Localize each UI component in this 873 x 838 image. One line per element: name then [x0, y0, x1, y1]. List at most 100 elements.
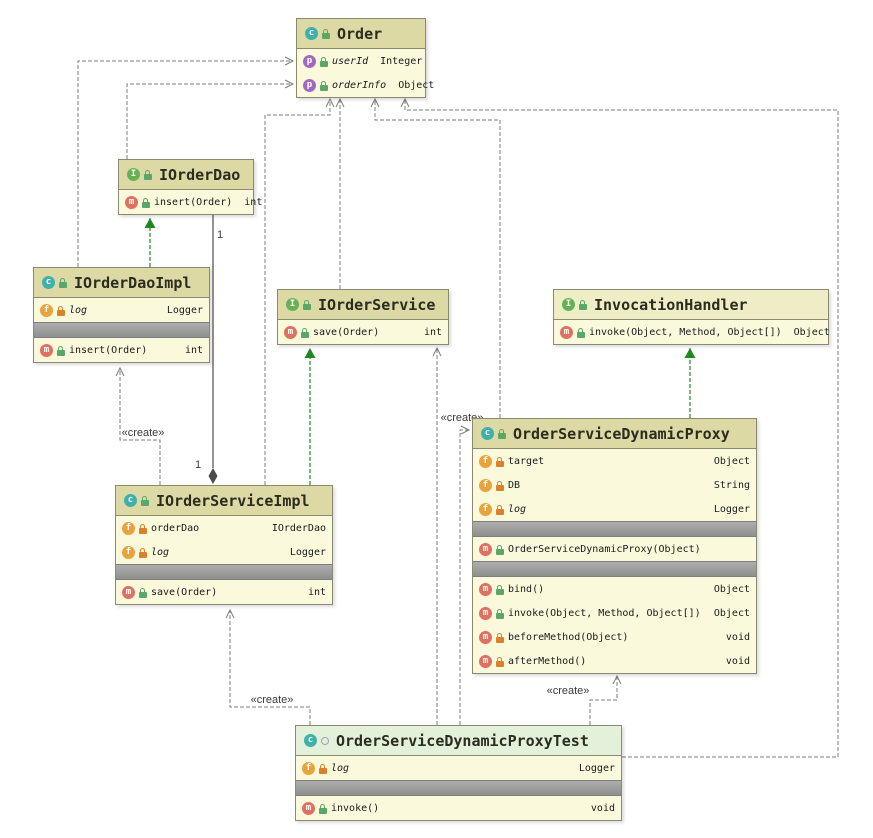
member-type: void [725, 655, 750, 667]
member-name: invoke() [331, 802, 380, 814]
method-icon: m [479, 630, 492, 644]
member-name: insert(Order) [69, 344, 148, 356]
member-name: log [331, 762, 350, 774]
method-icon: m [125, 195, 138, 209]
public-icon [496, 544, 504, 555]
member-name: beforeMethod(Object) [508, 631, 629, 643]
lock-icon [496, 504, 504, 515]
dependency-arrowhead-icon [284, 79, 295, 89]
section-separator [473, 561, 756, 577]
public-icon [496, 608, 504, 619]
dependency-arrowhead-icon [325, 97, 335, 108]
dependency-arrowhead-icon [225, 608, 235, 619]
dependency-arrowhead-icon [370, 97, 380, 108]
class-icon: c [124, 494, 137, 507]
member-row[interactable]: m insert(Order) int [119, 190, 262, 214]
section-separator [473, 521, 756, 537]
class-icon: c [42, 276, 55, 289]
member-type: int [244, 196, 263, 208]
lock-icon [496, 632, 504, 643]
member-type: String [713, 479, 750, 491]
member-name: log [508, 503, 527, 515]
method-icon: m [479, 654, 492, 668]
member-type: int [307, 586, 326, 598]
section-separator [34, 322, 209, 338]
lock-icon [496, 456, 504, 467]
member-name: OrderServiceDynamicProxy(Object) [508, 543, 701, 555]
member-type: Object [713, 583, 750, 595]
test-marker-icon [321, 736, 329, 745]
public-icon [141, 496, 149, 506]
public-icon [496, 584, 504, 595]
member-type: Integer [380, 55, 423, 67]
member-type: Logger [166, 304, 203, 316]
public-icon [144, 170, 152, 180]
property-icon: p [303, 78, 316, 92]
edge-label: «create» [547, 685, 590, 697]
edge-label: «create» [251, 694, 294, 706]
public-icon [319, 803, 327, 814]
member-name: insert(Order) [154, 196, 233, 208]
public-icon [577, 327, 585, 338]
class-icon: c [304, 734, 317, 747]
public-icon [322, 29, 330, 39]
public-icon [301, 327, 309, 338]
realization-arrowhead-icon [144, 218, 156, 228]
member-name: target [508, 455, 545, 467]
edge-dependency [119, 368, 161, 485]
member-name: DB [508, 479, 521, 491]
class-icon: c [305, 27, 318, 40]
member-type: Object [713, 607, 750, 619]
field-icon: f [479, 454, 492, 468]
member-type: int [423, 326, 442, 338]
edge-dependency [459, 429, 469, 725]
field-icon: f [479, 502, 492, 516]
member-type: Logger [578, 762, 615, 774]
dependency-arrowhead-icon [115, 366, 125, 377]
member-name: orderInfo [332, 79, 387, 91]
member-name: userId [332, 55, 369, 67]
field-icon: f [122, 545, 135, 559]
public-icon [139, 587, 147, 598]
lock-icon [57, 305, 65, 316]
class-title: IOrderDao [159, 165, 241, 184]
member-type: void [590, 802, 615, 814]
edge-dependency [404, 99, 839, 758]
public-icon [59, 278, 67, 288]
